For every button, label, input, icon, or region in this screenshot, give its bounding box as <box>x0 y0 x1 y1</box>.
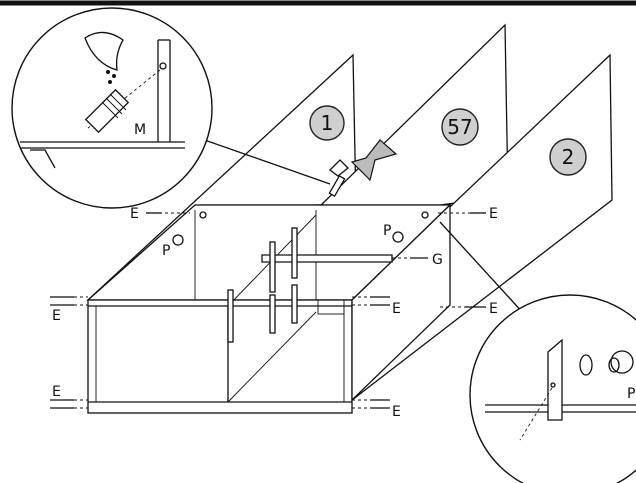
panel-1-badge <box>309 105 345 141</box>
runner <box>291 284 298 324</box>
dowel-hole <box>421 211 429 219</box>
cabinet-front-frame <box>87 299 353 414</box>
label-e: E <box>52 308 61 324</box>
label-e: E <box>130 206 139 222</box>
label-e: E <box>392 301 401 317</box>
step-number: 57 <box>447 115 472 139</box>
dowel-m <box>84 88 130 134</box>
leader-line <box>439 221 526 316</box>
label-p: P <box>383 223 391 239</box>
label-e: E <box>489 206 498 222</box>
step-badge <box>441 108 479 146</box>
runner <box>269 241 276 293</box>
inner-line <box>227 311 317 403</box>
glue-bag-icon <box>84 31 124 71</box>
glue-pack-small <box>329 159 349 177</box>
cam-fitting-left <box>172 234 184 246</box>
shelf-g <box>261 254 393 263</box>
inner-block <box>317 299 345 315</box>
cabinet-right-side <box>351 203 451 402</box>
panel-2-badge <box>549 138 587 176</box>
insert-arrow <box>350 139 398 182</box>
cam-fitting-right <box>392 231 404 243</box>
panel-2-number: 2 <box>562 145 575 169</box>
detail-glue-dowel <box>11 7 213 209</box>
label-p: P <box>627 386 635 402</box>
runner <box>227 289 234 343</box>
panel-1-number: 1 <box>321 111 334 135</box>
label-g: G <box>432 252 443 268</box>
dowel <box>328 174 346 198</box>
runner <box>291 227 298 279</box>
label-p: P <box>162 243 170 259</box>
runner <box>269 294 276 334</box>
label-e: E <box>52 384 61 400</box>
e-markers <box>50 212 486 409</box>
label-m: M <box>134 122 146 138</box>
label-e: E <box>489 301 498 317</box>
label-e: E <box>392 404 401 420</box>
dowel-hole <box>199 211 207 219</box>
detail-cam-fitting <box>469 294 636 483</box>
